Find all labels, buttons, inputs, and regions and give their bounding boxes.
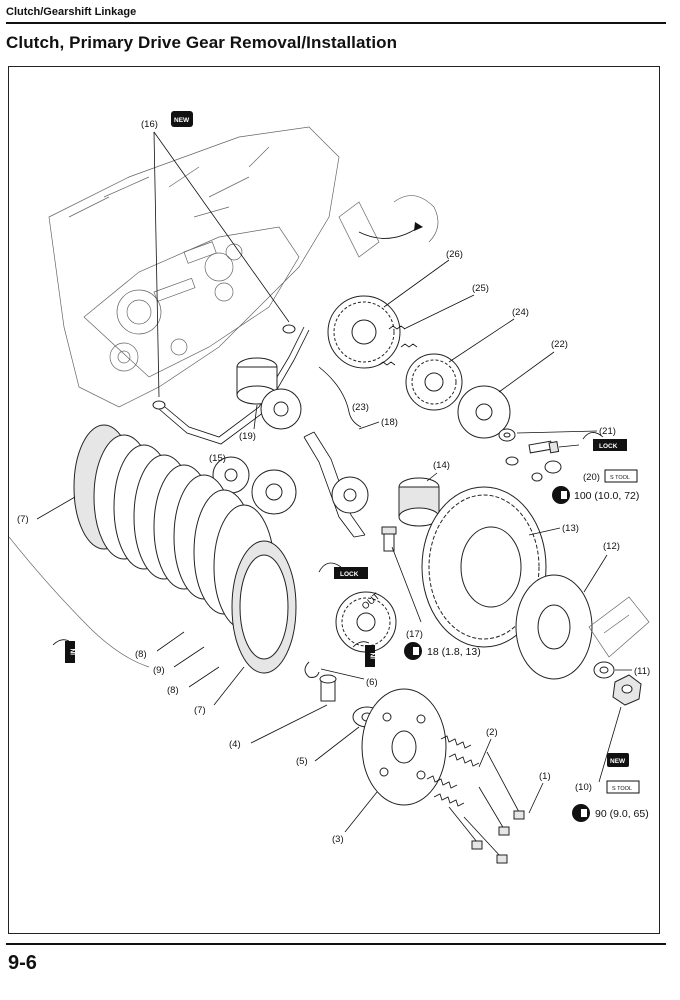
svg-text:LOCK: LOCK [340,571,359,578]
svg-text:100 (10.0, 72): 100 (10.0, 72) [574,490,639,502]
o-ring-new-callout: (16) NEW [141,111,290,398]
svg-text:(20): (20) [583,472,600,483]
part-small-gears: (15) [209,388,302,515]
svg-text:(21): (21) [599,426,616,437]
svg-text:(2): (2) [486,727,498,738]
svg-text:(1): (1) [539,771,551,782]
svg-text:(22): (22) [551,339,568,350]
part-24-subgear: (24) [405,307,529,411]
clutch-plate-stack: (7) (8) (9) (8) (7) [9,424,297,716]
part-4-lifter: (4) [229,674,337,750]
svg-text:(3): (3) [332,834,344,845]
svg-text:(24): (24) [512,307,529,318]
svg-text:18 (1.8, 13): 18 (1.8, 13) [427,646,481,658]
engine-case-illustration [48,126,340,408]
part-14-bearing: (14) [398,460,450,527]
part-out-sprocket: OUT [335,591,397,653]
part-12-clutch-center: (12) [515,541,620,680]
svg-text:(26): (26) [446,249,463,260]
header-rule [6,22,666,24]
part-17-bolt: (17) LOCK 18 (1.8, 13) [318,526,481,660]
svg-text:(12): (12) [603,541,620,552]
part-26-gear: (26) [327,249,463,369]
part-21-washer: (21) [498,426,616,466]
torque-wrench-icon [572,804,590,822]
new-part-icon: NEW [607,753,629,767]
svg-text:(14): (14) [433,460,450,471]
svg-text:(19): (19) [239,431,256,442]
svg-text:(13): (13) [562,523,579,534]
part-13-clutch-outer: (13) [421,486,579,648]
svg-text:IN: IN [70,648,77,655]
part-22-plate: (22) [457,339,568,439]
part-25-springs: (25) [378,283,489,366]
svg-text:(9): (9) [153,665,165,676]
svg-text:(15): (15) [209,453,226,464]
svg-text:(16): (16) [141,119,158,130]
lock-agent-icon: LOCK [582,432,627,451]
svg-text:(23): (23) [352,402,369,413]
svg-text:S TOOL: S TOOL [612,786,632,792]
detail-inset-sketch [338,195,439,258]
svg-text:S TOOL: S TOOL [610,475,630,481]
part-20-bolt: LOCK (20) S TOOL 100 (10.0, 72) [528,432,639,504]
part-3-pressure-plate: (3) [332,688,447,845]
svg-text:(6): (6) [366,677,378,688]
svg-text:(25): (25) [472,283,489,294]
torque-wrench-icon [404,642,422,660]
oil-can-icon: IN [52,639,77,663]
svg-text:(5): (5) [296,756,308,767]
svg-text:(7): (7) [17,514,29,525]
part-6-circlip: (6) [304,661,378,688]
svg-text:LOCK: LOCK [599,443,618,450]
svg-text:NEW: NEW [174,117,190,124]
exploded-view-figure: (16) NEW (26) (25) (24) [8,66,660,934]
torque-wrench-icon [552,486,570,504]
svg-text:(17): (17) [406,629,423,640]
oil-pipe-15 [152,324,310,445]
part-11-washer: (11) [593,661,650,679]
svg-text:NEW: NEW [610,758,626,765]
oil-can-icon: IN [352,641,377,667]
lock-agent-icon: LOCK [318,562,368,579]
svg-text:(11): (11) [634,666,650,677]
part-18-23-chain: (23) (18) [303,366,398,538]
page-title: Clutch, Primary Drive Gear Removal/Insta… [6,33,398,52]
footer-rule [6,943,666,945]
svg-text:(8): (8) [167,685,179,696]
part-19-bushing: (19) [236,357,278,442]
svg-text:IN: IN [370,652,377,659]
part-10-locknut: (10) NEW S TOOL 90 (9.0, 65) [572,674,649,822]
special-tool-icon: S TOOL [604,469,638,483]
tool-inset-sketch [588,596,650,658]
part-2-springs: (2) [426,727,498,807]
header-section-title: Clutch/Gearshift Linkage [6,6,137,18]
svg-text:(4): (4) [229,739,241,750]
special-tool-icon: S TOOL [606,780,640,794]
new-part-icon: NEW [171,111,193,127]
svg-text:(8): (8) [135,649,147,660]
svg-text:(10): (10) [575,782,592,793]
part-1-bolts: (1) [448,751,551,864]
page-number: 9-6 [8,952,37,974]
svg-text:(18): (18) [381,417,398,428]
svg-text:90 (9.0, 65): 90 (9.0, 65) [595,808,649,820]
svg-text:(7): (7) [194,705,206,716]
